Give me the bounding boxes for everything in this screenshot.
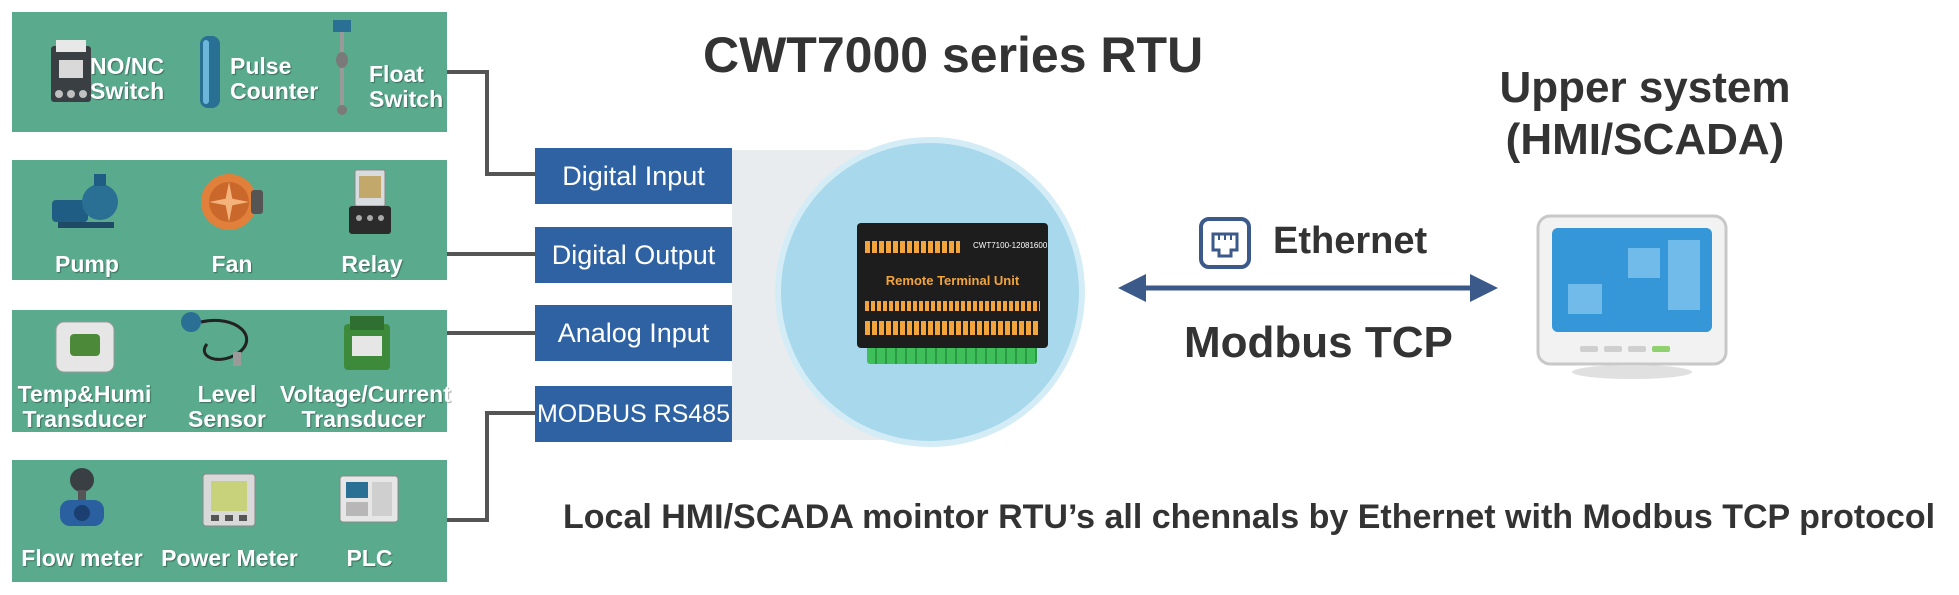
ethernet-label: Ethernet <box>1273 220 1428 262</box>
relay-icon <box>349 169 391 234</box>
io-modbus-rs485: MODBUS RS485 <box>535 386 732 442</box>
rtu-label: Remote Terminal Unit <box>885 273 1020 288</box>
device-pulse-counter: Pulse Counter <box>197 24 327 124</box>
panel-rs485-devices: Flow meter Power Meter PLC <box>12 460 447 582</box>
device-relay: Relay <box>317 168 427 278</box>
item-label: Switch <box>369 86 444 112</box>
item-label: Pulse <box>230 53 292 79</box>
device-power-meter: Power Meter <box>157 466 302 578</box>
item-label: Temp&Humi <box>17 381 152 407</box>
upper-system-label: Upper system (HMI/SCADA) <box>1465 62 1825 166</box>
device-fan: Fan <box>177 168 287 278</box>
item-label: Flow meter <box>21 545 143 571</box>
io-label: Digital Output <box>551 239 716 270</box>
io-label: Analog Input <box>557 317 710 348</box>
item-label: Counter <box>230 78 319 104</box>
hmi-monitor-icon <box>1536 214 1728 379</box>
item-label: Voltage/Current <box>280 381 451 407</box>
item-label: Transducer <box>301 406 426 432</box>
item-label: Sensor <box>188 406 266 432</box>
item-label: Power Meter <box>161 545 298 571</box>
panel-analog-input-devices: Temp&Humi Transducer Level Sensor Voltag… <box>12 310 451 432</box>
device-flow-meter: Flow meter <box>12 466 152 578</box>
item-label: Float <box>369 61 424 87</box>
fan-icon <box>201 174 263 230</box>
diagram-title: CWT7000 series RTU <box>703 27 1204 83</box>
contactor-icon <box>51 40 91 102</box>
upper-system-line1: Upper system <box>1499 63 1791 112</box>
caption: Local HMI/SCADA mointor RTU’s all chenna… <box>563 498 1936 536</box>
item-label: Switch <box>90 78 165 104</box>
device-plc: PLC <box>312 466 427 578</box>
panel-digital-input-devices: NO/NC Switch Pulse Counter Float Switch <box>12 12 447 132</box>
device-float-switch: Float Switch <box>327 16 447 126</box>
plc-icon <box>339 475 399 523</box>
item-label: Transducer <box>22 406 147 432</box>
flow-meter-icon <box>60 468 104 526</box>
device-pump: Pump <box>32 168 142 278</box>
bidirectional-arrow <box>1118 274 1498 302</box>
panel-digital-output-devices: Pump Fan Relay <box>12 160 447 280</box>
voltage-current-transducer-icon <box>344 316 390 370</box>
item-label: PLC <box>346 545 393 571</box>
rtu-model: CWT7100-12081600 <box>973 241 1048 250</box>
io-label: Digital Input <box>562 160 705 191</box>
pulse-counter-icon <box>200 36 220 108</box>
connector-digital-input <box>447 70 535 176</box>
device-level-sensor: Level Sensor <box>167 312 287 432</box>
pump-icon <box>52 174 118 228</box>
device-voltage-current-transducer: Voltage/Current Transducer <box>280 314 451 432</box>
item-label: Relay <box>341 251 403 277</box>
rtu-device: CWT7100-12081600 Remote Terminal Unit <box>855 223 1050 368</box>
ethernet-icon <box>1199 217 1251 269</box>
item-label: Pump <box>55 251 119 277</box>
connector-rs485 <box>447 411 535 522</box>
protocol-label: Modbus TCP <box>1184 318 1453 367</box>
device-no-nc-switch: NO/NC Switch <box>32 24 164 124</box>
level-sensor-icon <box>181 312 249 366</box>
item-label: Fan <box>211 251 253 277</box>
io-digital-input: Digital Input <box>535 148 732 204</box>
temp-humi-transducer-icon <box>55 321 115 373</box>
io-digital-output: Digital Output <box>535 227 732 283</box>
power-meter-icon <box>202 473 256 527</box>
item-label: Level <box>197 381 257 407</box>
device-temp-humi-transducer: Temp&Humi Transducer <box>12 314 157 432</box>
float-switch-icon <box>333 20 351 115</box>
io-analog-input: Analog Input <box>535 305 732 361</box>
io-label: MODBUS RS485 <box>536 399 731 428</box>
item-label: NO/NC <box>90 53 165 79</box>
upper-system-line2: (HMI/SCADA) <box>1505 115 1785 164</box>
